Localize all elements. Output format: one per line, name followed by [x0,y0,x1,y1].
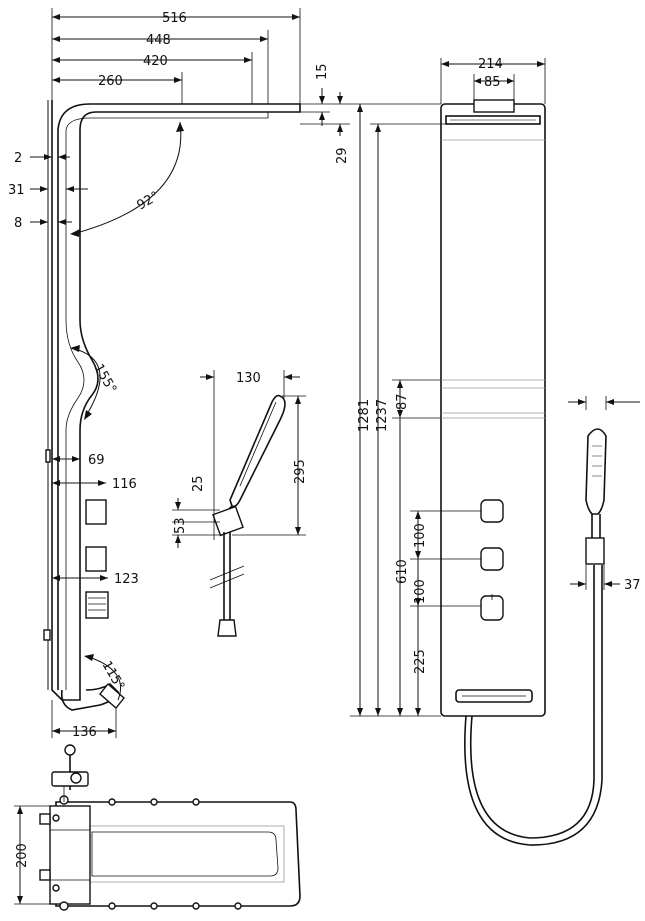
angle-arc-92 [79,121,182,233]
side-small-plug [43,629,51,641]
dim-214: 214 [478,57,503,72]
dim-8: 8 [14,216,22,231]
hand-shower-detail: 130 295 25 53 [172,370,308,637]
dim-31: 31 [8,183,25,198]
control-knob-2 [480,547,504,571]
head-connector [473,99,515,113]
bottom-shelf [455,689,533,703]
dim-1281: 1281 [357,399,372,432]
panel-inner-line [65,130,85,690]
dim-37: 37 [624,578,641,593]
dim-25: 25 [191,475,206,492]
side-knob-2 [85,546,107,572]
dim-225: 225 [413,649,428,674]
dim-100-lower: 100 [413,579,428,604]
panel-front [440,103,546,717]
dim-610: 610 [395,559,410,584]
dim-448: 448 [146,33,171,48]
dim-100-upper: 100 [413,523,428,548]
control-knob-1 [480,499,504,523]
dim-295: 295 [293,459,308,484]
dim-123: 123 [114,572,139,587]
side-knob-3 [85,591,109,619]
front-hand-shower [585,428,607,515]
plan-panel-outline [55,801,301,907]
dim-15: 15 [315,63,330,80]
side-connector [45,449,51,463]
hand-shower-holder [212,505,244,537]
hose-end [217,619,237,637]
front-holder [585,537,605,565]
dim-29: 29 [335,147,350,164]
dim-200: 200 [15,843,30,868]
shower-head-front [445,115,541,125]
dim-116: 116 [112,477,137,492]
panel-inner-profile [65,112,269,131]
dim-420: 420 [143,54,168,69]
angle-arc-115 [85,655,122,701]
side-knob-1 [85,499,107,525]
front-view: 214 85 1281 1237 87 610 100 [350,57,641,846]
dim-136: 136 [72,725,97,740]
dim-130: 130 [236,371,261,386]
dim-53: 53 [173,517,188,534]
dim-260: 260 [98,74,123,89]
angle-arc-155 [71,347,101,417]
dim-69: 69 [88,453,105,468]
dim-85: 85 [484,75,501,90]
plan-view: 200 [14,744,301,911]
hand-shower-head [229,394,286,508]
dim-2: 2 [14,151,22,166]
panel-side-profile [51,100,301,701]
dim-87: 87 [395,393,410,410]
side-view: 516 448 420 260 15 29 2 [8,8,350,740]
front-hose [464,565,603,846]
dim-1237: 1237 [375,399,390,432]
dim-516: 516 [162,11,187,26]
angle-92: 92° [135,189,162,214]
